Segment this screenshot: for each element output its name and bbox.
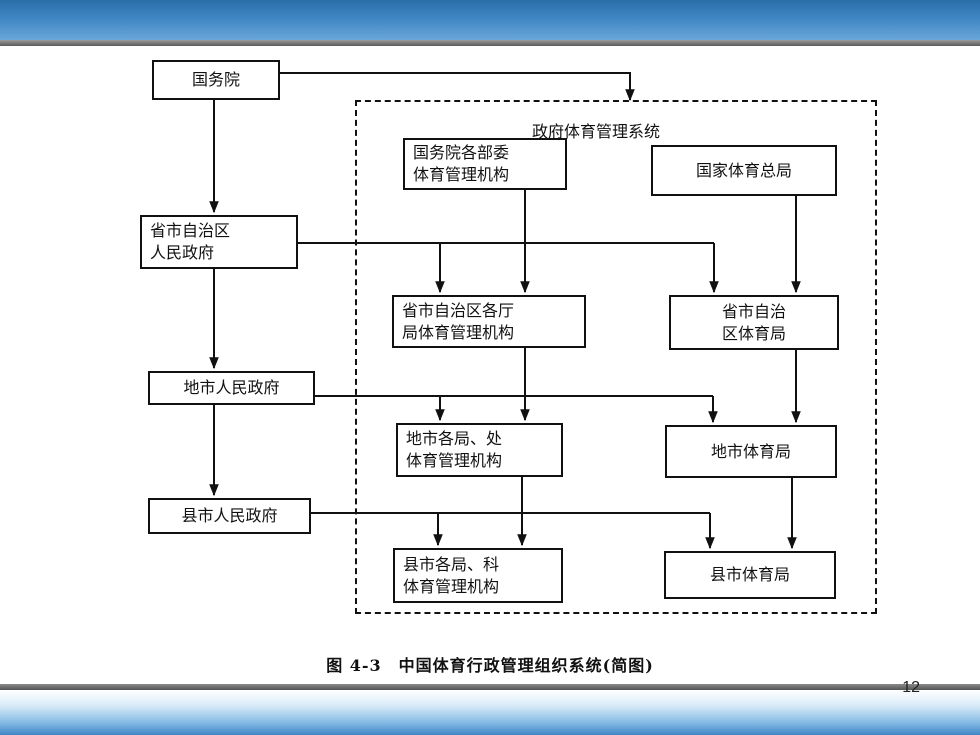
node-state-council: 国务院: [152, 60, 280, 100]
node-prefecture-departments: 地市各局、处 体育管理机构: [396, 423, 563, 477]
node-state-ministries-line-1: 国务院各部委: [413, 143, 510, 162]
slide-bottom-band: [0, 690, 980, 735]
node-prefecture-sports-bureau-line-1: 地市体育局: [710, 441, 791, 461]
node-provincial-sports-bureau-line-2: 区体育局: [721, 323, 786, 343]
node-state-ministries-line-2: 体育管理机构: [413, 165, 510, 184]
node-county-government-line-1: 县市人民政府: [181, 506, 278, 525]
node-provincial-sports-bureau-line-1: 省市自治: [721, 301, 786, 321]
government-sports-system-frame: [355, 100, 877, 614]
node-prefecture-sports-bureau: 地市体育局: [665, 425, 837, 478]
slide-top-band: [0, 0, 980, 40]
node-county-departments: 县市各局、科 体育管理机构: [393, 548, 563, 603]
node-prefecture-departments-line-2: 体育管理机构: [406, 451, 503, 470]
node-provincial-government-line-2: 人民政府: [150, 243, 215, 262]
node-county-sports-bureau-line-1: 县市体育局: [709, 565, 790, 584]
node-prefecture-government: 地市人民政府: [148, 371, 315, 405]
node-state-council-line-1: 国务院: [191, 70, 240, 89]
slide-bottom-rule: [0, 684, 980, 690]
node-provincial-departments-line-2: 局体育管理机构: [402, 322, 515, 342]
node-state-ministries: 国务院各部委 体育管理机构: [403, 138, 567, 190]
node-county-sports-bureau: 县市体育局: [664, 551, 836, 599]
edge-state-council-to-system: [280, 72, 635, 102]
node-provincial-departments-line-1: 省市自治区各厅: [402, 300, 515, 320]
node-prefecture-departments-line-1: 地市各局、处: [406, 429, 503, 448]
node-prefecture-government-line-1: 地市人民政府: [183, 378, 280, 397]
page-number: 12: [902, 679, 920, 696]
node-county-departments-line-1: 县市各局、科: [403, 554, 500, 574]
node-national-sports-bureau: 国家体育总局: [651, 145, 837, 196]
node-provincial-government: 省市自治区 人民政府: [140, 215, 298, 269]
figure-caption: 图 4-3 中国体育行政管理组织系统(简图): [326, 656, 654, 675]
node-county-departments-line-2: 体育管理机构: [403, 576, 500, 596]
node-provincial-government-line-1: 省市自治区: [150, 221, 231, 240]
node-county-government: 县市人民政府: [148, 498, 311, 534]
node-provincial-sports-bureau: 省市自治 区体育局: [669, 295, 839, 350]
node-provincial-departments: 省市自治区各厅 局体育管理机构: [392, 295, 586, 348]
slide-top-rule: [0, 40, 980, 46]
node-national-sports-bureau-line-1: 国家体育总局: [695, 160, 792, 180]
